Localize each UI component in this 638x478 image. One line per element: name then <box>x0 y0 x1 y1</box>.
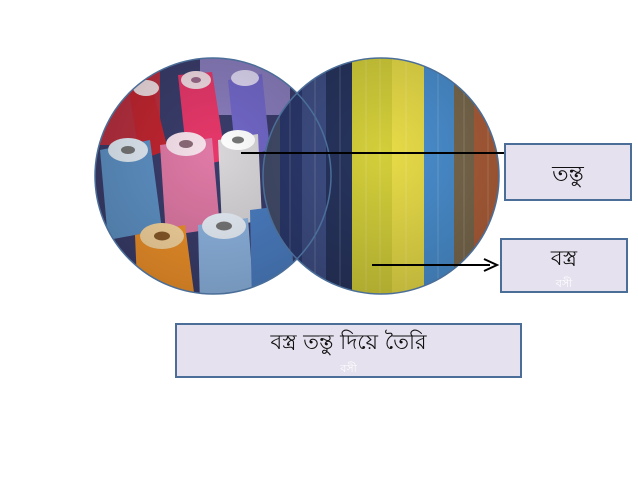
fabric-label-box: বস্ত্র বসী <box>500 238 628 293</box>
fiber-label-box: তন্তু <box>504 143 632 201</box>
arrowhead-icon <box>483 258 500 272</box>
fabric-label: বস্ত্র <box>550 246 578 270</box>
statement-box: বস্ত্র তন্তু দিয়ে তৈরি বসী <box>175 323 522 378</box>
statement-text: বস্ত্র তন্তু দিয়ে তৈরি <box>270 330 427 354</box>
fabric-sublabel: বসী <box>555 277 573 290</box>
right-circle-outline <box>262 57 500 295</box>
left-circle-outline <box>94 57 332 295</box>
statement-subtext: বসী <box>340 362 357 375</box>
fiber-label: তন্তু <box>552 162 584 187</box>
fabric-image <box>263 58 499 294</box>
